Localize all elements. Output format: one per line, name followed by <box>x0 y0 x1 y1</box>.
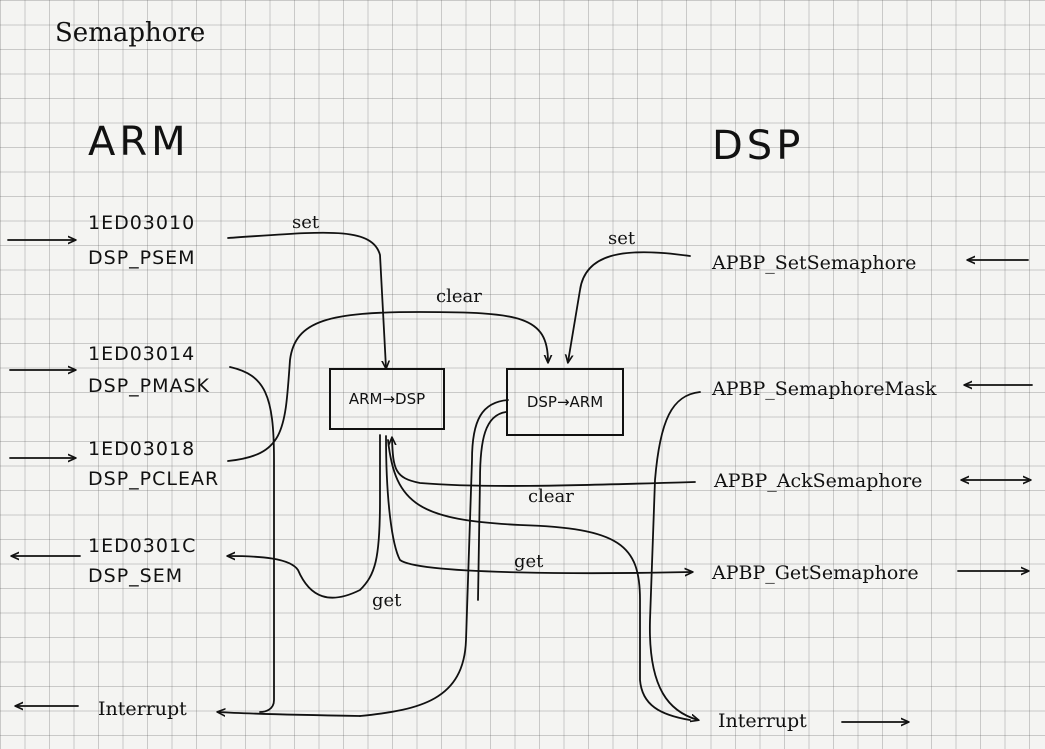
clear-bottom-edge <box>392 438 696 487</box>
register-addr-psem: 1ED03010 <box>88 212 196 234</box>
api-set-semaphore: APBP_SetSemaphore <box>712 252 917 274</box>
arm-interrupt-label: Interrupt <box>98 698 187 720</box>
page-title: Semaphore <box>55 18 206 48</box>
set-arm-edge <box>227 231 386 368</box>
arm-to-dsp-label: ARM→DSP <box>348 390 426 408</box>
arm-heading: ARM <box>88 119 190 165</box>
register-name-pclear: DSP_PCLEAR <box>88 468 220 490</box>
dsp-to-arm-label: DSP→ARM <box>526 393 604 411</box>
edge-label-set-dsp: set <box>608 228 636 249</box>
dsp-to-arm-interrupt-edge <box>359 399 509 717</box>
semmask-to-interrupt-edge <box>649 391 701 720</box>
register-addr-pmask: 1ED03014 <box>88 343 196 365</box>
edge-label-clear-top: clear <box>436 286 482 307</box>
arm-interrupt-entry-edge <box>218 712 361 717</box>
set-dsp-edge <box>568 251 691 362</box>
register-name-pmask: DSP_PMASK <box>88 375 211 397</box>
pmask-to-interrupt-edge <box>229 366 275 713</box>
edge-label-get-arm: get <box>372 590 402 611</box>
register-addr-pclear: 1ED03018 <box>88 438 196 460</box>
api-semaphore-mask: APBP_SemaphoreMask <box>712 378 937 400</box>
clear-top-edge <box>227 311 548 462</box>
dsp-arm-left-branch <box>477 411 507 601</box>
dsp-heading: DSP <box>712 123 805 169</box>
arm-dsp-to-interrupt-edge <box>387 439 691 721</box>
get-arm-edge <box>228 434 381 599</box>
register-name-sem: DSP_SEM <box>88 565 184 587</box>
edge-label-get-dsp: get <box>514 551 544 572</box>
dsp-interrupt-label: Interrupt <box>718 710 807 732</box>
edge-label-set-arm: set <box>292 212 320 233</box>
arm-to-dsp-box: ARM→DSP <box>329 368 445 430</box>
register-addr-sem: 1ED0301C <box>88 535 197 557</box>
api-ack-semaphore: APBP_AckSemaphore <box>714 470 923 492</box>
edge-label-clear-bottom: clear <box>528 486 574 507</box>
api-get-semaphore: APBP_GetSemaphore <box>712 562 919 584</box>
get-dsp-edge <box>385 435 692 573</box>
register-name-psem: DSP_PSEM <box>88 247 196 269</box>
dsp-to-arm-box: DSP→ARM <box>506 368 624 436</box>
